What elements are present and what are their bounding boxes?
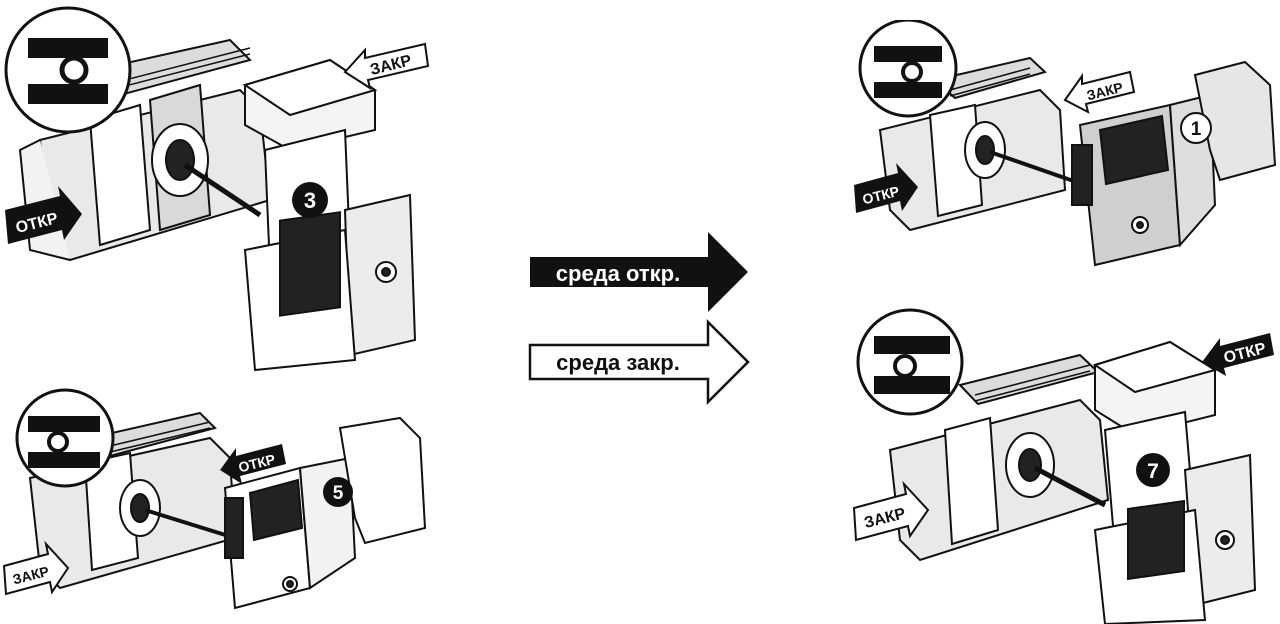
step-badge: 3 bbox=[292, 182, 328, 218]
valve-diagram-step-1: 1 ЗАКР ОТКР bbox=[854, 20, 1277, 267]
direction-arrow-bottom: ЗАКР bbox=[2, 540, 70, 596]
valve-diagram-step-3: 3 ЗАКР ОТКР bbox=[4, 6, 430, 372]
open-valve-icon bbox=[856, 308, 964, 416]
panel-step-1: 1 ЗАКР ОТКР bbox=[850, 20, 1280, 280]
pipe-body bbox=[888, 353, 1110, 562]
step-badge: 5 bbox=[323, 477, 353, 507]
step-badge: 7 bbox=[1136, 453, 1170, 487]
step-badge: 1 bbox=[1180, 112, 1212, 144]
threaded-rod bbox=[949, 67, 1031, 97]
direction-arrow-top: ОТКР bbox=[1202, 333, 1274, 376]
valve-diagram-step-5: 5 ОТКР ЗАКР bbox=[2, 388, 427, 610]
valve-diagram-step-7: 7 ОТКР ЗАКР bbox=[852, 308, 1274, 624]
actuator bbox=[223, 416, 427, 610]
panel-step-3: 3 ЗАКР ОТКР bbox=[0, 0, 440, 380]
direction-arrow-top: ОТКР bbox=[220, 444, 286, 484]
actuator bbox=[1092, 340, 1257, 624]
direction-arrow-top: ЗАКР bbox=[1063, 70, 1136, 114]
threaded-rod bbox=[974, 364, 1091, 402]
svg-text:7: 7 bbox=[1147, 460, 1159, 483]
stem-shaft bbox=[183, 162, 262, 218]
legend-arrow-closed: среда закр. bbox=[528, 318, 750, 406]
legend-arrows: среда откр. среда закр. bbox=[528, 232, 750, 406]
svg-text:среда откр.: среда откр. bbox=[556, 261, 680, 286]
legend: среда откр. среда закр. bbox=[528, 232, 758, 412]
stem-shaft bbox=[989, 150, 1086, 187]
threaded-rod bbox=[109, 421, 211, 453]
pipe-body bbox=[878, 56, 1067, 232]
actuator bbox=[242, 58, 417, 372]
svg-text:среда закр.: среда закр. bbox=[556, 350, 680, 375]
panel-step-5: 5 ОТКР ЗАКР bbox=[0, 388, 440, 624]
svg-text:1: 1 bbox=[1191, 119, 1202, 140]
panel-step-7: 7 ОТКР ЗАКР bbox=[850, 300, 1280, 624]
closed-valve-icon bbox=[4, 6, 132, 134]
svg-text:5: 5 bbox=[333, 483, 344, 504]
stem-shaft bbox=[144, 508, 236, 540]
threaded-rod bbox=[124, 47, 251, 87]
stem-shaft bbox=[1033, 465, 1107, 508]
pipe-body bbox=[28, 411, 237, 590]
actuator bbox=[1071, 60, 1277, 267]
open-valve-icon bbox=[15, 388, 115, 488]
legend-arrow-open: среда откр. bbox=[530, 232, 748, 312]
direction-arrow-bottom: ЗАКР bbox=[852, 480, 930, 542]
svg-text:3: 3 bbox=[304, 188, 316, 213]
closed-valve-icon bbox=[858, 20, 958, 118]
